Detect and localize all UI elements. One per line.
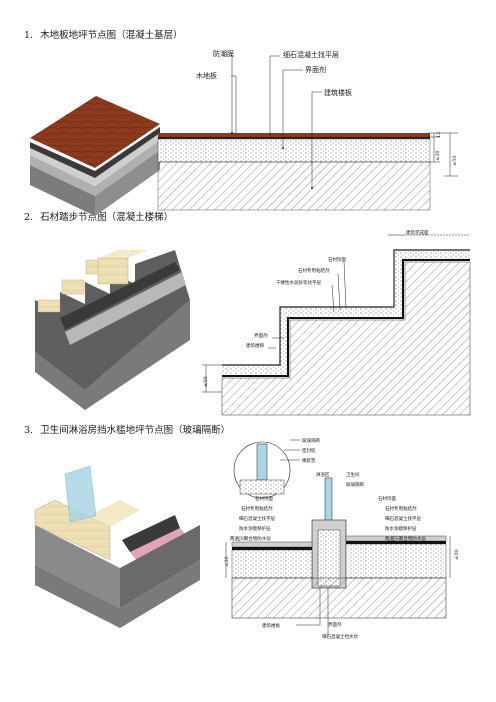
fig3-label-stone-left: 石材饰面 [255,495,273,502]
fig1-slab [30,140,160,196]
fig3-label-glass-mid: 玻璃隔断 [346,481,364,488]
fig2-3d-model [35,250,190,410]
fig3-label-slab: 建筑楼板 [262,622,280,629]
fig1-label-interface: 界面剂 [305,65,326,74]
fig2-label-adhesive: 石材专用粘结剂 [298,267,330,274]
fig2-label-stone: 石材饰面 [328,256,346,263]
fig3-label-rubber: 橡胶垫 [302,457,316,464]
fig2-step-2 [61,279,85,295]
fig2-step-top-face [98,250,148,258]
fig2-label-mortar: 干硬性水泥砂浆找平层 [276,279,321,286]
fig3-sec-slab [231,577,447,619]
fig3-label-shower: 淋浴区 [316,471,330,478]
fig3-label-adhesive-right: 石材专用粘结剂 [385,505,417,512]
fig1-sec-wood [158,133,430,137]
fig3-label-curb: 细石混凝土挡水坎 [322,633,358,640]
fig3-membrane [122,515,180,552]
fig3-3d-model [34,465,200,628]
fig2-section: 建筑完成面 石材饰面 石材专用粘结剂 干硬性水泥砂浆找平层 界面剂 建筑楼梯 ±… [202,229,471,416]
fig1-base-right-face [95,150,160,216]
fig2-step-1 [37,299,61,313]
fig1-label-membrane: 防潮膜 [213,49,234,58]
fig3-label-protect-right: 防水涂膜保护层 [385,525,417,532]
fig3-curb-top [88,500,140,527]
fig1-sec-slab [157,161,431,211]
fig2-sec-stair [221,261,471,416]
fig2-label-finish: 建筑完成面 [406,229,429,236]
section-title-1: 1.木地板地坪节点图（混凝土基层） [24,30,183,41]
fig3-glass [64,465,97,523]
fig2-membrane-band [60,262,180,330]
fig1-label-wood: 木地板 [196,71,217,80]
fig2-base [35,300,190,410]
fig3-label-stone-right: 石材饰面 [378,495,396,502]
fig3-label-js-right: 两遍JS聚合物防水层 [385,535,426,542]
fig1-sec-membrane [158,137,430,139]
fig1-section: 防潮膜 细石混凝土找平层 木地板 界面剂 建筑楼板 12 ±30 ±50 [157,49,458,211]
fig2-mortar-band [65,272,186,345]
fig1-sec-screed [157,138,431,163]
fig3-label-screed-right: 细石混凝土找平层 [385,515,421,522]
fig3-label-glass-top: 玻璃隔断 [302,437,320,444]
fig3-label-adhesive-left: 石材专用粘结剂 [241,505,273,512]
fig3-left-face [35,525,120,608]
fig1-dim-30: ±30 [435,150,441,161]
fig3-label-bathroom: 卫生间 [346,471,360,478]
fig1-dim-12: 12 [436,132,442,138]
fig1-base-left-face [30,165,95,216]
section-title-3: 3.卫生间淋浴房挡水槛地坪节点图（玻璃隔断） [24,425,231,436]
section-title-2: 2.石材踏步节点图（混凝土楼梯） [24,212,174,223]
fig3-label-sealant: 密封胶 [302,447,316,454]
fig2-label-interface: 界面剂 [254,332,268,339]
fig3-label-screed-left: 细石混凝土找平层 [239,515,275,522]
fig3-label-js-left: 两遍JS聚合物防水层 [230,535,271,542]
fig3-base [35,560,200,628]
fig1-3d-model [30,96,160,216]
fig3-stone-left [34,499,111,561]
fig2-dim-50: ±50 [203,376,209,387]
fig1-dim-50: ±50 [452,155,458,166]
fig3-label-protect-left: 防水涂膜保护层 [239,525,271,532]
fig2-step-top [97,257,129,285]
fig3-label-interface: 界面剂 [328,621,342,628]
fig1-wood-floor [30,96,160,168]
fig1-label-screed: 细石混凝土找平层 [283,50,339,59]
fig1-label-slab: 建筑楼板 [324,88,352,97]
fig2-label-stair: 建筑楼梯 [246,342,264,349]
fig3-dim-left: ±30 [224,556,230,567]
fig3-section: 玻璃隔断 密封胶 橡胶垫 淋浴区 卫生间 玻璃隔断 石材饰面 石材专用粘结剂 细… [224,437,460,640]
fig3-detail-glass [256,443,268,481]
fig3-right-face [120,525,200,608]
fig3-dim-right: ±30 [454,549,460,560]
